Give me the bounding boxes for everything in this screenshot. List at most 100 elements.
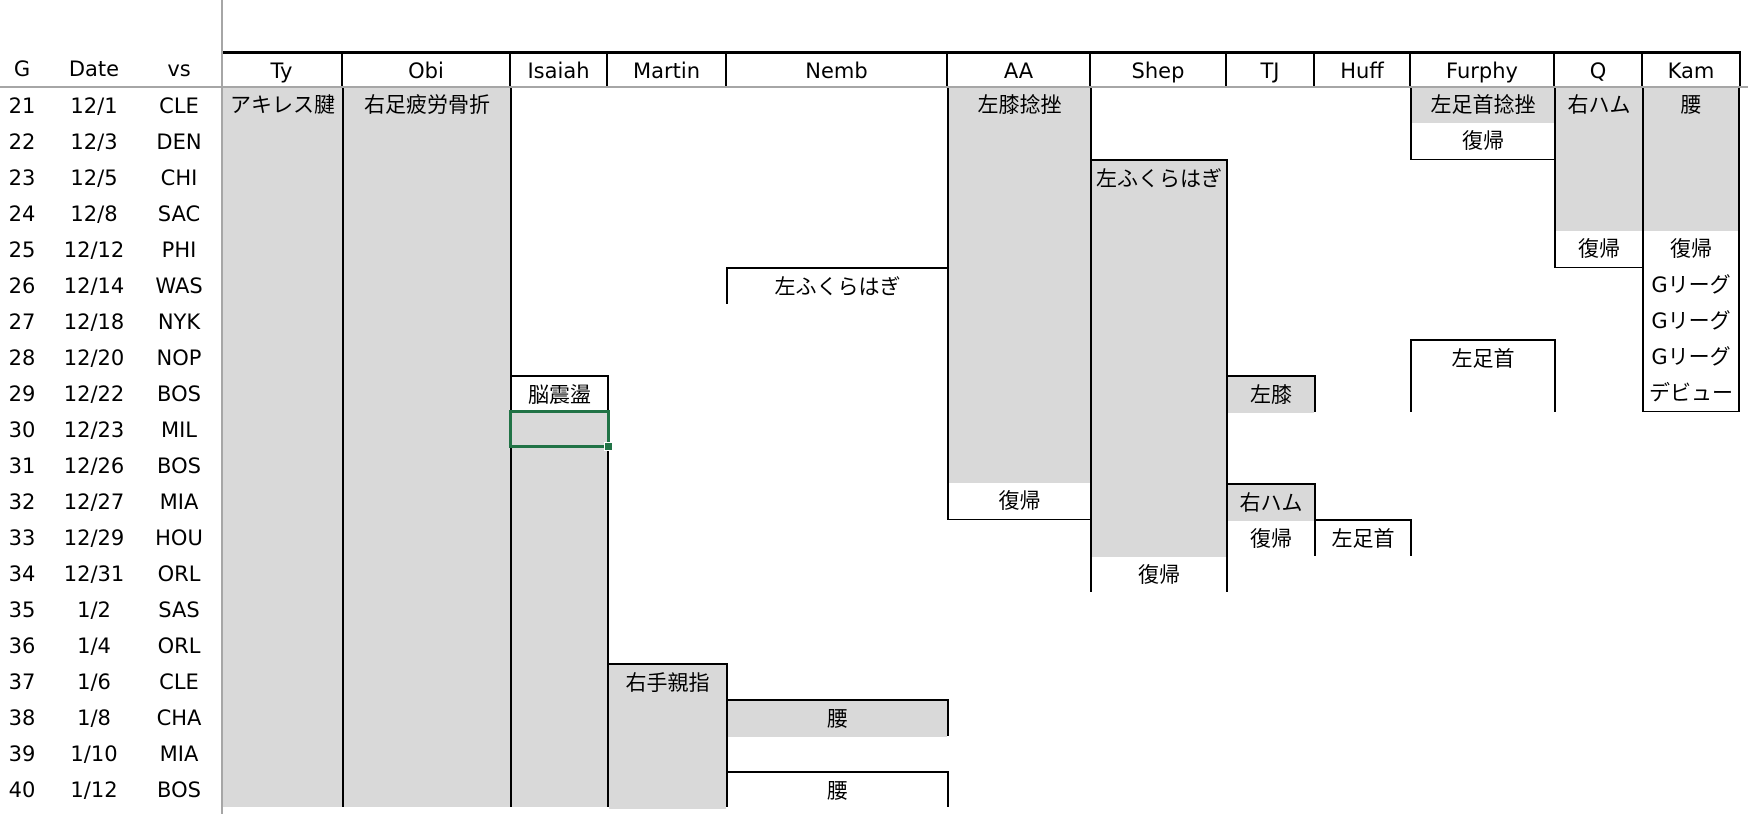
column-header-aa[interactable]: AA (948, 51, 1091, 87)
cell-game-number[interactable]: 26 (8, 274, 36, 298)
cell-date[interactable]: 12/26 (63, 454, 125, 478)
injury-cell[interactable] (512, 411, 607, 807)
cell-opponent[interactable]: WAS (155, 274, 203, 298)
cell-date[interactable]: 1/8 (77, 706, 111, 730)
injury-cell[interactable]: 腰 (1644, 87, 1738, 231)
injury-cell[interactable]: デビュー (1644, 375, 1738, 411)
cell-date[interactable]: 12/3 (70, 130, 118, 154)
injury-block-nemb[interactable]: 腰 (726, 771, 949, 809)
injury-block-kam[interactable]: 腰復帰 (1642, 87, 1740, 268)
column-header-nemb[interactable]: Nemb (727, 51, 948, 87)
cell-opponent[interactable]: MIL (160, 418, 197, 442)
cell-opponent[interactable]: PHI (161, 238, 197, 262)
injury-cell[interactable]: Gリーグ (1644, 339, 1738, 375)
cell-game-number[interactable]: 25 (8, 238, 36, 262)
cell-game-number[interactable]: 29 (8, 382, 36, 406)
fill-handle[interactable] (604, 442, 613, 451)
cell-date[interactable]: 12/23 (63, 418, 125, 442)
cell-opponent[interactable]: HOU (155, 526, 203, 550)
column-header-q[interactable]: Q (1555, 51, 1643, 87)
injury-cell[interactable] (1412, 377, 1554, 413)
cell-opponent[interactable]: SAC (157, 202, 201, 226)
cell-opponent[interactable]: ORL (157, 562, 201, 586)
header-vs[interactable]: vs (167, 57, 191, 81)
cell-game-number[interactable]: 35 (8, 598, 36, 622)
column-header-shep[interactable]: Shep (1091, 51, 1227, 87)
injury-block-isaiah[interactable] (510, 411, 609, 807)
injury-cell[interactable]: Gリーグ (1644, 267, 1738, 303)
cell-game-number[interactable]: 31 (8, 454, 36, 478)
cell-date[interactable]: 12/12 (63, 238, 125, 262)
injury-block-nemb[interactable]: 左ふくらはぎ (726, 267, 949, 305)
cell-opponent[interactable]: ORL (157, 634, 201, 658)
injury-cell[interactable]: アキレス腱 (223, 87, 342, 807)
injury-cell[interactable]: 左足首捻挫 (1412, 87, 1554, 123)
cell-opponent[interactable]: CHA (156, 706, 202, 730)
injury-cell[interactable]: 左膝捻挫 (949, 87, 1090, 483)
injury-cell[interactable]: 復帰 (949, 483, 1090, 519)
injury-cell[interactable]: 右ハム (1556, 87, 1642, 231)
cell-opponent[interactable]: NYK (157, 310, 201, 334)
injury-cell[interactable]: 腰 (728, 701, 947, 737)
header-date[interactable]: Date (68, 57, 120, 81)
injury-block-kam[interactable]: デビュー (1642, 375, 1740, 412)
cell-game-number[interactable]: 37 (8, 670, 36, 694)
column-header-tj[interactable]: TJ (1227, 51, 1315, 87)
injury-cell[interactable]: 左ふくらはぎ (728, 269, 947, 305)
column-header-huff[interactable]: Huff (1315, 51, 1411, 87)
injury-block-furphy[interactable]: 左足首 (1410, 339, 1556, 413)
injury-cell[interactable]: 復帰 (1556, 231, 1642, 267)
cell-game-number[interactable]: 22 (8, 130, 36, 154)
cell-game-number[interactable]: 34 (8, 562, 36, 586)
injury-block-aa[interactable]: 左膝捻挫復帰 (947, 87, 1092, 520)
injury-cell[interactable]: 復帰 (1412, 123, 1554, 159)
injury-block-isaiah[interactable]: 脳震盪 (510, 375, 609, 413)
injury-block-ty[interactable]: アキレス腱 (221, 87, 344, 807)
column-header-obi[interactable]: Obi (343, 51, 511, 87)
injury-block-nemb[interactable]: 腰 (726, 699, 949, 737)
cell-opponent[interactable]: NOP (156, 346, 202, 370)
cell-date[interactable]: 12/14 (63, 274, 125, 298)
column-header-furphy[interactable]: Furphy (1411, 51, 1555, 87)
column-header-kam[interactable]: Kam (1643, 51, 1741, 87)
cell-opponent[interactable]: BOS (157, 454, 201, 478)
injury-block-martin[interactable]: 右手親指 (607, 663, 728, 809)
cell-opponent[interactable]: CHI (160, 166, 198, 190)
cell-game-number[interactable]: 21 (8, 94, 36, 118)
injury-cell[interactable]: 左ふくらはぎ (1092, 161, 1226, 557)
header-g[interactable]: G (13, 57, 31, 81)
cell-opponent[interactable]: DEN (156, 130, 202, 154)
cell-date[interactable]: 1/10 (70, 742, 118, 766)
injury-cell[interactable]: 腰 (728, 773, 947, 809)
injury-cell[interactable]: 復帰 (1644, 231, 1738, 267)
cell-date[interactable]: 1/12 (70, 778, 118, 802)
injury-cell[interactable]: 右手親指 (609, 665, 726, 809)
cell-game-number[interactable]: 27 (8, 310, 36, 334)
cell-opponent[interactable]: BOS (157, 778, 201, 802)
cell-date[interactable]: 12/1 (70, 94, 118, 118)
cell-date[interactable]: 12/22 (63, 382, 125, 406)
cell-date[interactable]: 12/31 (63, 562, 125, 586)
selected-cell-outline[interactable] (509, 410, 610, 448)
cell-opponent[interactable]: BOS (157, 382, 201, 406)
injury-cell[interactable]: 左足首 (1412, 341, 1554, 377)
cell-game-number[interactable]: 30 (8, 418, 36, 442)
cell-game-number[interactable]: 23 (8, 166, 36, 190)
column-header-isaiah[interactable]: Isaiah (511, 51, 608, 87)
cell-game-number[interactable]: 38 (8, 706, 36, 730)
cell-date[interactable]: 1/2 (77, 598, 111, 622)
cell-date[interactable]: 12/8 (70, 202, 118, 226)
cell-date[interactable]: 12/20 (63, 346, 125, 370)
cell-opponent[interactable]: CLE (159, 94, 199, 118)
cell-game-number[interactable]: 32 (8, 490, 36, 514)
cell-game-number[interactable]: 39 (8, 742, 36, 766)
cell-game-number[interactable]: 40 (8, 778, 36, 802)
cell-opponent[interactable]: SAS (158, 598, 200, 622)
cell-date[interactable]: 1/6 (77, 670, 111, 694)
cell-date[interactable]: 1/4 (77, 634, 111, 658)
injury-cell[interactable]: 脳震盪 (512, 377, 607, 413)
injury-block-huff[interactable]: 左足首 (1314, 519, 1412, 557)
injury-cell[interactable]: 左足首 (1316, 521, 1410, 557)
injury-cell[interactable]: 右足疲労骨折 (344, 87, 510, 807)
cell-game-number[interactable]: 36 (8, 634, 36, 658)
